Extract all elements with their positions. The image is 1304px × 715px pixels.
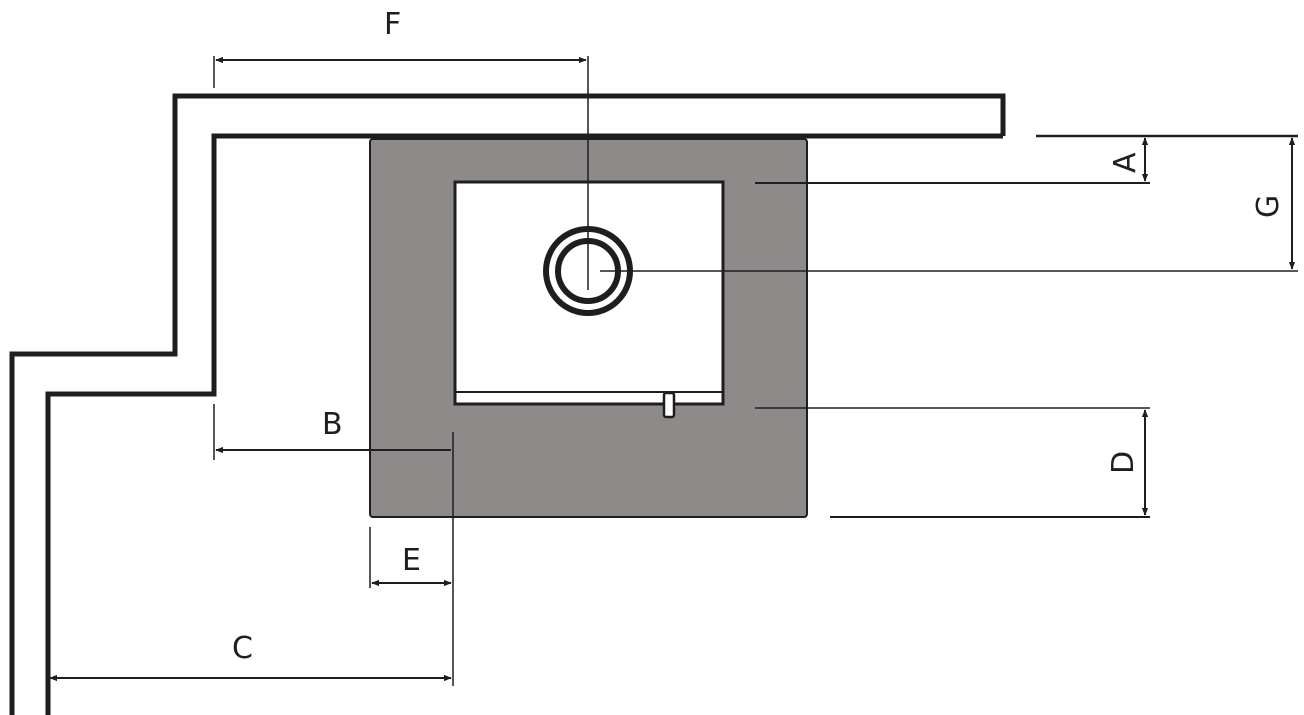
dim-d-label: D: [1106, 451, 1141, 474]
dim-b-label: B: [322, 407, 343, 442]
dimension-g: G: [600, 137, 1298, 272]
dimension-b: B: [213, 404, 454, 686]
dimension-f: F: [213, 7, 589, 290]
dim-e-label: E: [402, 543, 421, 578]
dimension-a: A: [755, 137, 1150, 184]
dimension-e: E: [369, 527, 452, 588]
dim-a-label: A: [1108, 152, 1143, 173]
dim-f-label: F: [384, 7, 401, 42]
wall-inner-line: [45, 133, 1003, 715]
wall-outline: [9, 93, 1298, 715]
wall-outer-line: [9, 93, 1006, 715]
dim-g-label: G: [1251, 195, 1286, 218]
dimension-c: C: [49, 631, 452, 682]
dim-c-label: C: [232, 631, 253, 666]
dimension-d: D: [755, 407, 1150, 518]
door-handle: [662, 391, 676, 419]
stove-firebox: [453, 180, 725, 406]
